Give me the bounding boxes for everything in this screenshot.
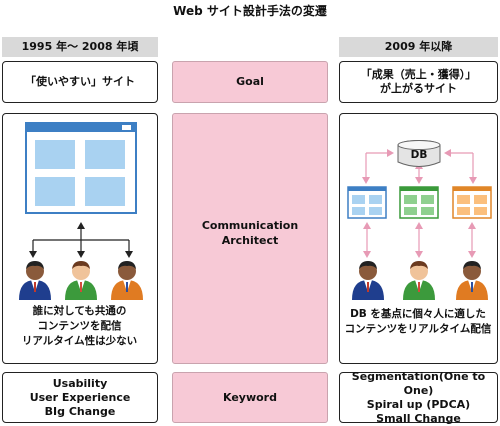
user-icon [352,261,384,300]
user-icon [456,261,488,300]
blue-window-icon [347,186,387,219]
page-title: Web サイト設計手法の変遷 [173,4,327,18]
left-column-header: 1995 年～ 2008 年頃 [2,37,158,57]
user-icon [65,261,97,300]
user-icon [111,261,143,300]
left-communication-line1: 誰に対しても共通の [32,305,127,317]
right-keyword-line3: Small Change [376,411,461,425]
right-communication-box: DB [339,113,498,364]
orange-window-icon [452,186,492,219]
db-label: DB [410,149,428,161]
goal-label-box: Goal [172,61,328,103]
goal-label: Goal [236,75,264,88]
left-keyword-box: Usability User Experience BIg Change [2,372,158,423]
right-column-header: 2009 年以降 [339,37,498,57]
green-window-icon [399,186,439,219]
keyword-label-box: Keyword [172,372,328,423]
keyword-label: Keyword [223,390,277,404]
left-goal-box: 「使いやすい」サイト [2,61,158,103]
db-connection-arrows [362,149,477,184]
database-icon [397,140,441,167]
left-keyword-line3: BIg Change [44,404,116,418]
left-communication-line2: コンテンツを配信 [37,320,122,332]
right-communication-line2: コンテンツをリアルタイム配信 [344,323,492,335]
right-communication-text: DB を基点に個々人に適した コンテンツをリアルタイム配信 [340,307,496,337]
distribution-arrows [29,222,133,258]
left-keyword-line2: User Experience [29,390,131,404]
left-communication-box: 誰に対しても共通の コンテンツを配信 リアルタイム性は少ない [2,113,158,364]
communication-label-line2: Architect [221,234,279,247]
right-goal-text-line2: が上がるサイト [380,82,457,95]
right-keyword-box: Segmentation(One to One) Spiral up (PDCA… [339,369,498,425]
right-goal-box: 「成果（売上・獲得）」 が上がるサイト [339,61,498,103]
left-communication-text: 誰に対しても共通の コンテンツを配信 リアルタイム性は少ない [3,304,156,349]
right-keyword-line1: Segmentation(One to One) [351,369,486,397]
right-keyword-line2: Spiral up (PDCA) [366,397,471,411]
left-goal-text: 「使いやすい」サイト [25,75,135,88]
communication-label: Communication Architect [173,218,327,248]
communication-label-box: Communication Architect [172,113,328,364]
right-goal-text-line1: 「成果（売上・獲得）」 [360,68,477,81]
right-communication-line1: DB を基点に個々人に適した [350,308,486,320]
user-icon [403,261,435,300]
left-keyword-line1: Usability [52,376,108,390]
left-communication-line3: リアルタイム性は少ない [21,335,138,347]
website-window-icon [25,122,137,214]
communication-label-line1: Communication [201,219,299,232]
personalized-delivery-arrows [363,222,476,258]
user-icon [19,261,51,300]
